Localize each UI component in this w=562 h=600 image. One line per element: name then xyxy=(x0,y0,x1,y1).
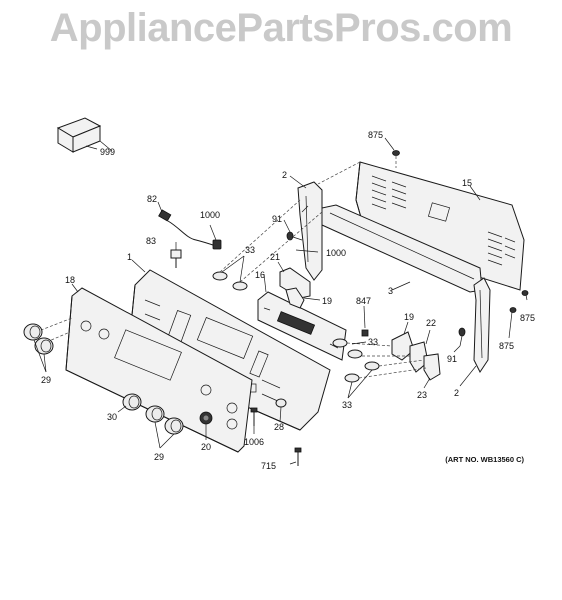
callout-21: 21 xyxy=(270,252,280,262)
screw-875-top xyxy=(392,150,400,168)
knob-29-bottom-b xyxy=(164,417,184,435)
knob-29-bottom-a xyxy=(145,405,165,423)
callout-1: 1 xyxy=(127,252,132,262)
callout-91-right: 91 xyxy=(447,354,457,364)
sensor-83 xyxy=(170,249,182,268)
callout-30: 30 xyxy=(107,412,117,422)
callout-33-middle: 33 xyxy=(368,337,378,347)
callout-1000-top: 1000 xyxy=(200,210,220,220)
screw-875-right-upper xyxy=(521,290,529,296)
callout-2-left: 2 xyxy=(282,170,287,180)
callout-28: 28 xyxy=(274,422,284,432)
watermark-logo: AppliancePartsPros.com xyxy=(49,6,513,50)
leader-lines xyxy=(33,137,528,465)
screw-91-right xyxy=(458,327,466,347)
holder-33-a xyxy=(212,271,228,281)
callout-83: 83 xyxy=(146,236,156,246)
callout-15: 15 xyxy=(462,178,472,188)
dial-20 xyxy=(199,411,213,425)
callout-999: 999 xyxy=(100,147,115,157)
callout-715: 715 xyxy=(261,461,276,471)
connector-1000 xyxy=(209,224,222,250)
holder-33-e xyxy=(344,373,360,383)
knob-30 xyxy=(122,393,142,411)
callout-875-lower: 875 xyxy=(499,341,514,351)
callout-3: 3 xyxy=(388,286,393,296)
callout-23: 23 xyxy=(417,390,427,400)
projection-lines xyxy=(35,199,427,379)
callout-847: 847 xyxy=(356,296,371,306)
screw-875-right-lower xyxy=(509,307,517,313)
callout-29-left: 29 xyxy=(41,375,51,385)
callout-33-upper: 33 xyxy=(245,245,255,255)
callout-16: 16 xyxy=(255,270,265,280)
screw-715 xyxy=(294,447,302,466)
screw-91-left xyxy=(286,231,303,241)
rear-cover-15 xyxy=(317,161,525,291)
end-cap-2-left xyxy=(297,181,323,281)
end-cap-2-right xyxy=(473,277,491,373)
callout-1000-right: 1000 xyxy=(326,248,346,258)
callout-875-right: 875 xyxy=(520,313,535,323)
callout-labels: 999 875 15 2 82 1000 91 1000 83 33 1 21 … xyxy=(41,130,535,471)
callout-82: 82 xyxy=(147,194,157,204)
bracket-23 xyxy=(423,353,441,381)
callout-91-left: 91 xyxy=(272,214,282,224)
knob-29-left-b xyxy=(34,337,54,355)
knob-29-left-a xyxy=(23,323,43,341)
callout-19-upper: 19 xyxy=(322,296,332,306)
callout-29-bottom: 29 xyxy=(154,452,164,462)
knob-28 xyxy=(275,398,287,408)
screw-1006 xyxy=(250,407,258,426)
holder-33-f xyxy=(364,361,380,371)
holder-33-b xyxy=(232,281,248,291)
bracket-19-upper xyxy=(285,287,305,309)
clip-847 xyxy=(361,329,369,337)
callout-1006: 1006 xyxy=(244,437,264,447)
art-number: (ART NO. WB13560 C) xyxy=(445,455,524,464)
holder-33-d xyxy=(347,349,363,359)
wire-harness-82 xyxy=(158,209,217,247)
callout-875-top: 875 xyxy=(368,130,383,140)
callout-20: 20 xyxy=(201,442,211,452)
callout-19-lower: 19 xyxy=(404,312,414,322)
kit-box-999 xyxy=(56,117,102,153)
callout-33-lower: 33 xyxy=(342,400,352,410)
callout-22: 22 xyxy=(426,318,436,328)
callout-2-right: 2 xyxy=(454,388,459,398)
bracket-19-lower xyxy=(391,331,415,361)
holder-33-c xyxy=(332,338,348,348)
callout-18: 18 xyxy=(65,275,75,285)
display-board-16 xyxy=(257,291,347,361)
